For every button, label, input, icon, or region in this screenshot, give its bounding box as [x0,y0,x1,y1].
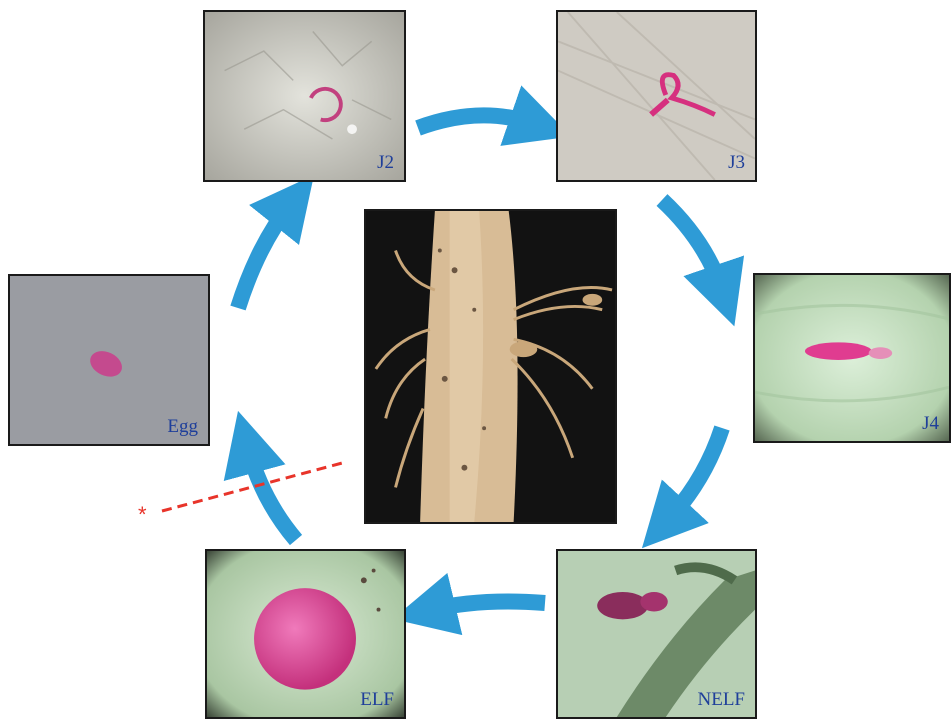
stage-label-elf: ELF [360,689,394,711]
root-gall-photo [364,209,617,524]
stage-label-j3: J3 [728,152,745,174]
stage-label-egg: Egg [167,416,198,438]
j3-micrograph [558,12,755,180]
stage-panel-j4: J4 [753,273,951,443]
stage-label-j2: J2 [377,152,394,174]
j2-micrograph [205,12,404,180]
asterisk-marker: * [138,502,147,527]
arrow-j4-to-nelf [668,428,722,520]
stage-panel-j3: J3 [556,10,757,182]
arrow-elf-to-egg [248,448,296,540]
stage-panel-j2: J2 [203,10,406,182]
stage-panel-elf: ELF [205,549,406,719]
arrow-egg-to-j2 [238,205,290,308]
stage-panel-egg: Egg [8,274,210,446]
arrow-j2-to-j3 [418,115,535,128]
stage-panel-nelf: NELF [556,549,757,719]
stage-label-nelf: NELF [698,689,746,711]
j4-micrograph [755,275,949,441]
arrow-nelf-to-elf [430,602,545,610]
arrow-j3-to-j4 [662,200,722,290]
root-photo-illustration [366,211,615,522]
dashed-marker-line [162,462,346,511]
stage-label-j4: J4 [922,413,939,435]
